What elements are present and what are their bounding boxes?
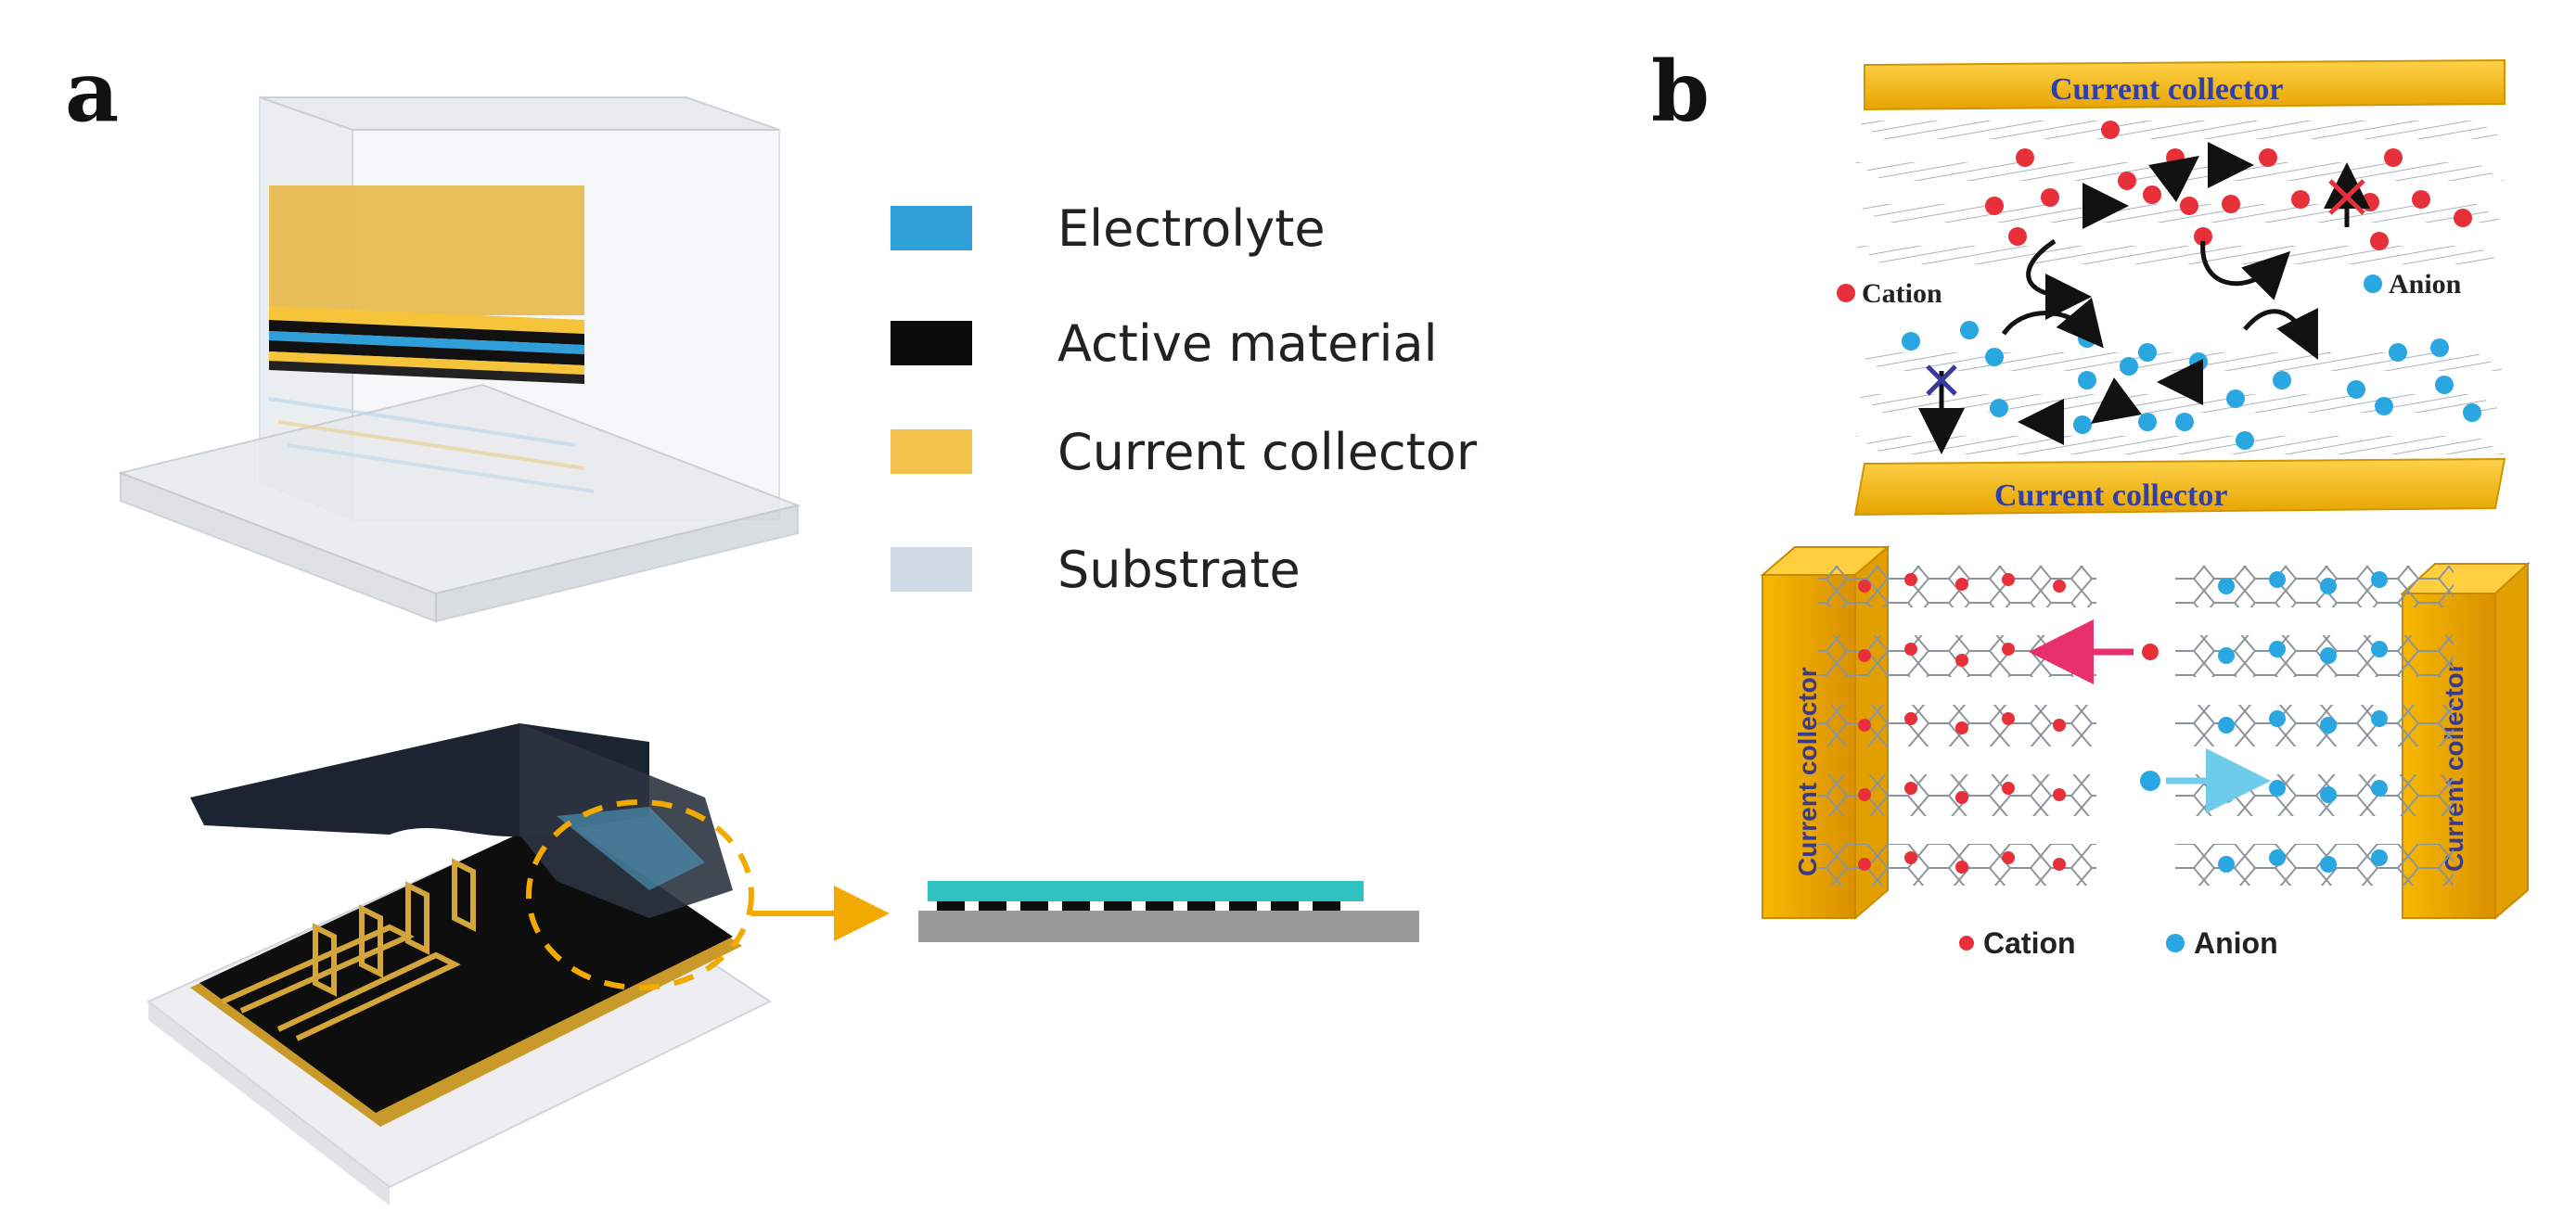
collector-bottom-block (1853, 457, 2506, 517)
legend-label-active-material: Active material (1057, 314, 1438, 373)
legend-swatch-substrate (891, 547, 972, 592)
interdigitated-device (147, 723, 890, 1206)
collector-right-label: Current collector (2440, 662, 2468, 872)
b-top-diagram: Current collector (1837, 58, 2506, 517)
cation-label-top: Cation (1862, 278, 1942, 309)
b-bottom-diagram: Current collector Current collector (1760, 544, 2531, 960)
anion-label-bottom: Anion (2194, 926, 2278, 960)
stacked-device (117, 96, 801, 623)
anion-dot (2166, 934, 2185, 952)
cross-section (918, 881, 1419, 942)
legend-swatch-active-material (891, 321, 972, 365)
zoom-circle (526, 799, 754, 990)
legend-label-electrolyte: Electrolyte (1057, 199, 1326, 258)
legend-label-current-collector: Current collector (1057, 423, 1478, 481)
cation-dot (1959, 936, 1974, 951)
panel-label-a: a (65, 43, 119, 141)
legend-swatch-electrolyte (891, 206, 972, 250)
anion-label-top: Anion (2389, 269, 2462, 300)
panel-label-b: b (1651, 43, 1710, 141)
collector-top-block (1864, 58, 2506, 111)
legend-label-substrate: Substrate (1057, 541, 1301, 599)
legend-swatch-current-collector (891, 429, 972, 474)
legend: Electrolyte Active material Current coll… (891, 199, 1478, 599)
cation-label-bottom: Cation (1983, 926, 2076, 960)
collector-bottom-label: Current collector (1994, 479, 2227, 513)
collector-top-label: Current collector (2050, 72, 2283, 107)
collector-left-label: Current collector (1793, 667, 1822, 876)
